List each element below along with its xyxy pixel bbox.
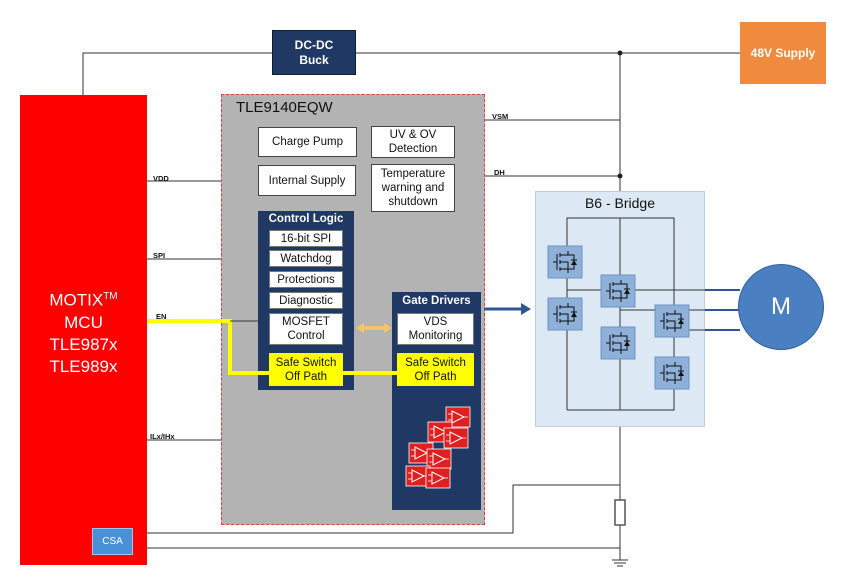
diagnostic-block: Diagnostic — [269, 292, 343, 309]
csa-label: CSA — [102, 536, 123, 547]
uv-ov-label-1: UV & OV — [389, 129, 437, 141]
spi-signal-label: SPI — [153, 251, 166, 260]
internal-supply-label: Internal Supply — [268, 174, 346, 187]
vsm-signal-label: VSM — [492, 112, 509, 121]
protections-block: Protections — [269, 271, 343, 288]
b6-bridge-title: B6 - Bridge — [584, 195, 656, 211]
ground-symbol — [612, 559, 628, 567]
en-signal-label: EN — [156, 312, 167, 321]
protections-label: Protections — [277, 273, 335, 286]
drive-arrow — [484, 303, 531, 315]
bridge-wiring — [566, 217, 738, 411]
vds-label-2: Monitoring — [408, 330, 463, 342]
uv-ov-block: UV & OV Detection — [371, 126, 455, 158]
internal-supply-block: Internal Supply — [258, 165, 356, 196]
csa-wire-1 — [133, 484, 620, 534]
motor-label: M — [771, 293, 791, 320]
trademark: TM — [103, 291, 118, 302]
temperature-label-2: warning and — [381, 182, 445, 194]
mosfet-transistor-6 — [654, 356, 690, 390]
mosfet-control-block: MOSFET Control — [269, 313, 343, 345]
buck-label: Buck — [299, 52, 329, 67]
spi-block: 16-bit SPI — [269, 230, 343, 247]
mcu-block — [20, 95, 147, 565]
shunt-resistor — [614, 499, 626, 526]
cl-safe-switch-label-1: Safe Switch — [275, 356, 337, 369]
temperature-label-3: shutdown — [388, 196, 438, 208]
mosfet-label-2: Control — [287, 330, 325, 342]
mcu-brand: MOTIX — [49, 290, 104, 310]
supply-rail-wire — [82, 52, 740, 95]
csa-block: CSA — [92, 528, 133, 555]
gate-drivers-title: Gate Drivers — [402, 295, 471, 307]
uv-ov-label-2: Detection — [388, 143, 438, 155]
current-sense-amplifier-3 — [443, 427, 469, 449]
mcu-label: MOTIXTM MCU TLE987x TLE989x — [20, 286, 147, 378]
current-sense-amplifier-7 — [425, 467, 451, 489]
ilx-signal-label: ILx/IHx — [150, 432, 175, 441]
supply-block: 48V Supply — [740, 22, 826, 84]
diagnostic-label: Diagnostic — [279, 294, 333, 307]
gd-safe-switch-label-1: Safe Switch — [405, 356, 466, 369]
spi-label: 16-bit SPI — [280, 232, 332, 245]
ic-title: TLE9140EQW — [236, 99, 333, 116]
mcu-part-1: TLE987x — [49, 334, 118, 354]
mcu-type: MCU — [64, 312, 103, 332]
temperature-label-1: Temperature — [380, 168, 446, 180]
watchdog-block: Watchdog — [269, 250, 343, 267]
mosfet-transistor-5 — [654, 304, 690, 338]
mosfet-transistor-4 — [600, 326, 636, 360]
vdd-signal-label: VDD — [153, 174, 169, 183]
dcdc-label: DC-DC — [294, 37, 334, 52]
mosfet-transistor-1 — [547, 245, 583, 279]
mosfet-transistor-2 — [547, 297, 583, 331]
mosfet-transistor-3 — [600, 274, 636, 308]
current-sense-amplifier-5 — [426, 448, 452, 470]
watchdog-label: Watchdog — [280, 252, 332, 265]
cl-safe-switch-label-2: Off Path — [285, 370, 327, 383]
mcu-part-2: TLE989x — [49, 356, 118, 376]
mosfet-label-1: MOSFET — [282, 316, 330, 328]
gd-safe-switch-label-2: Off Path — [414, 370, 457, 383]
vds-label-1: VDS — [423, 316, 448, 328]
mosfet-vds-link-arrow — [356, 323, 392, 333]
dh-signal-label: DH — [494, 168, 505, 177]
charge-pump-label: Charge Pump — [272, 136, 343, 148]
supply-label: 48V Supply — [750, 46, 816, 60]
charge-pump-block: Charge Pump — [258, 127, 357, 157]
temperature-block: Temperature warning and shutdown — [371, 164, 455, 212]
motor: M — [738, 264, 824, 350]
control-logic-title: Control Logic — [268, 213, 344, 225]
vds-monitoring-block: VDS Monitoring — [397, 313, 474, 345]
